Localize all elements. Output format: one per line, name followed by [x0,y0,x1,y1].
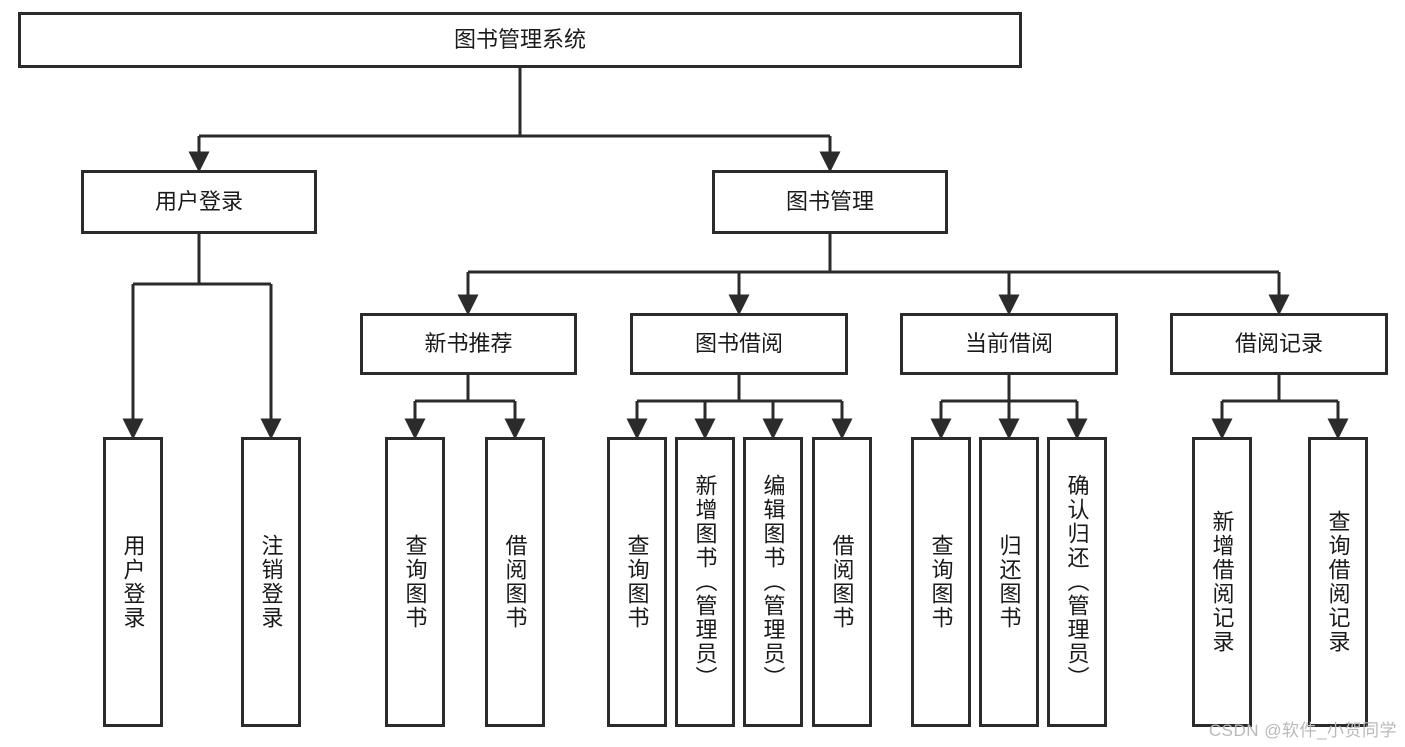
node-leaf-borrow-book-a[interactable]: 借阅图书 [485,437,545,727]
node-leaf-logout-label: 注销登录 [258,534,284,630]
node-leaf-logout[interactable]: 注销登录 [241,437,301,727]
node-leaf-user-login-label: 用户登录 [120,534,146,630]
node-book-manage-label: 图书管理 [785,189,874,215]
node-leaf-query-record[interactable]: 查询借阅记录 [1308,437,1368,727]
node-leaf-add-record[interactable]: 新增借阅记录 [1192,437,1252,727]
node-leaf-return-book[interactable]: 归还图书 [979,437,1039,727]
node-leaf-borrow-book-a-label: 借阅图书 [502,534,528,630]
node-new-book-rec[interactable]: 新书推荐 [360,313,577,375]
node-leaf-query-book-b-label: 查询图书 [624,534,650,630]
node-leaf-query-book-a-label: 查询图书 [402,534,428,630]
node-leaf-edit-book[interactable]: 编辑图书（管理员） [743,437,803,727]
node-book-borrow[interactable]: 图书借阅 [630,313,848,375]
node-leaf-add-book[interactable]: 新增图书（管理员） [675,437,735,727]
node-user-login[interactable]: 用户登录 [81,170,317,234]
node-leaf-add-record-label: 新增借阅记录 [1209,510,1235,654]
node-leaf-borrow-book-b-label: 借阅图书 [829,534,855,630]
node-current-borrow-label: 当前借阅 [964,331,1053,357]
node-root-label: 图书管理系统 [453,27,586,53]
node-borrow-record[interactable]: 借阅记录 [1170,313,1388,375]
node-book-manage[interactable]: 图书管理 [712,170,948,234]
node-leaf-return-book-label: 归还图书 [996,534,1022,630]
node-current-borrow[interactable]: 当前借阅 [900,313,1118,375]
node-leaf-query-book-c[interactable]: 查询图书 [911,437,971,727]
node-leaf-query-book-b[interactable]: 查询图书 [607,437,667,727]
node-user-login-label: 用户登录 [154,189,243,215]
node-leaf-confirm-return[interactable]: 确认归还（管理员） [1047,437,1107,727]
node-leaf-confirm-return-label: 确认归还（管理员） [1064,474,1090,690]
node-leaf-add-book-label: 新增图书（管理员） [692,474,718,690]
node-root[interactable]: 图书管理系统 [18,12,1022,68]
node-book-borrow-label: 图书借阅 [694,331,783,357]
node-new-book-rec-label: 新书推荐 [424,331,513,357]
node-leaf-query-book-a[interactable]: 查询图书 [385,437,445,727]
node-leaf-query-record-label: 查询借阅记录 [1325,510,1351,654]
node-leaf-query-book-c-label: 查询图书 [928,534,954,630]
node-leaf-borrow-book-b[interactable]: 借阅图书 [812,437,872,727]
node-leaf-user-login[interactable]: 用户登录 [103,437,163,727]
node-borrow-record-label: 借阅记录 [1234,331,1323,357]
node-leaf-edit-book-label: 编辑图书（管理员） [760,474,786,690]
